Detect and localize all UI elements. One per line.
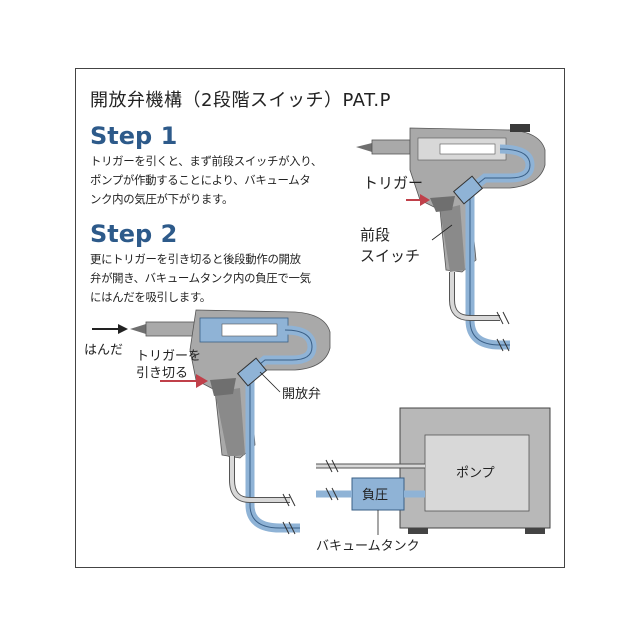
pump-foot [525,528,545,534]
step2-line: 弁が開き、バキュームタンク内の負圧で一気 [90,271,311,285]
diagram-frame [75,68,565,568]
pump-unit [316,407,551,535]
step2-line: にはんだを吸引します。 [90,290,211,304]
label-trigger: トリガー [363,175,423,192]
nozzle-tip [130,324,146,334]
air-path-outline [469,148,531,346]
step1-line: ンク内の気圧が下がります。 [90,192,234,206]
label-vacuum-tank: バキュームタンク [316,538,420,553]
nozzle-tip [356,143,372,152]
step2-heading: Step 2 [90,220,178,248]
open-valve-block [236,357,268,387]
valve-block [452,175,484,205]
break-mark [282,493,296,507]
air-path-outline [249,329,313,529]
label-pull-trigger: トリガーを [136,348,201,363]
label-open-valve: 開放弁 [282,386,321,401]
break-mark [325,487,339,501]
pull-trigger-arrow [160,374,208,388]
label-solder: はんだ [84,342,123,357]
leader-line [431,224,453,241]
label-front-switch: スイッチ [360,248,420,265]
step1-line: トリガーを引くと、まず前段スイッチが入り、 [90,154,322,168]
diagram-title: 開放弁機構（2段階スイッチ）PAT.P [90,90,392,111]
desoldering-gun-step2 [92,309,331,535]
filter [221,323,278,337]
break-mark [282,521,296,535]
gun-grip [215,388,245,457]
pump-foot [408,528,428,534]
trigger [210,378,236,396]
leader-line [259,371,281,393]
pump-box [424,434,530,512]
label-negative-pressure: 負圧 [362,487,388,502]
solder-arrow [92,324,128,334]
power-cable [229,456,290,503]
power-cable [449,272,500,321]
label-pull-trigger: 引き切る [136,365,188,380]
desoldering-gun-step1 [356,124,546,352]
filter [439,143,496,155]
gun-switch [510,124,530,132]
step1-heading: Step 1 [90,122,178,150]
step1-line: ポンプが作動することにより、バキュームタ [90,173,311,187]
break-mark [325,459,339,473]
label-front-switch: 前段 [360,227,390,244]
break-mark [496,311,510,325]
nozzle-barrel [371,139,411,155]
nozzle-barrel [145,321,197,337]
trigger-arrow [406,194,430,206]
step2-description: 更にトリガーを引き切ると後段動作の開放 弁が開き、バキュームタンク内の負圧で一気… [90,250,311,307]
break-mark [496,338,510,352]
step1-description: トリガーを引くと、まず前段スイッチが入り、 ポンプが作動することにより、バキュー… [90,152,322,209]
label-pump: ポンプ [456,465,495,480]
gun-grip [440,205,465,272]
step2-line: 更にトリガーを引き切ると後段動作の開放 [90,252,301,266]
trigger [430,196,455,212]
